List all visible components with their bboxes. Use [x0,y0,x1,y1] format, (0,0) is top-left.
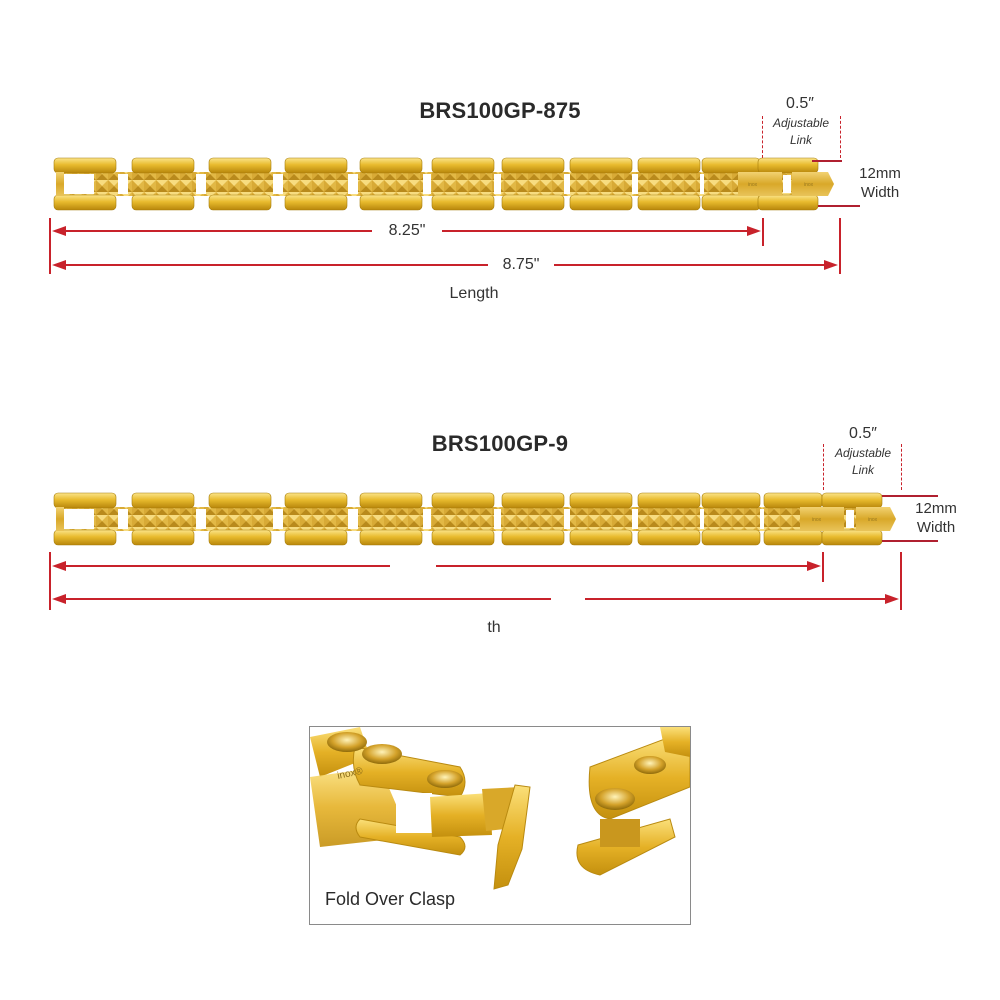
clasp-detail-panel: inox® Fold Over Clasp [309,726,691,925]
clasp-photo: inox® [310,727,690,890]
svg-text:inox: inox [868,517,878,523]
adjustable-guide-right [901,444,902,490]
adjustable-link-label: Adjustable Link [834,446,892,477]
width-label: 12mm Width [859,165,901,201]
brand-mark: inox® [336,766,364,782]
arrow-left-icon [52,594,66,604]
width-guide-bottom [818,205,860,207]
adjustable-guide-left [823,444,824,490]
width-guide-top [812,160,842,162]
dimension-start-tick [49,552,51,610]
adjustable-link-label: Adjustable Link [772,116,830,147]
arrow-left-icon [52,226,66,236]
length-caption: th [487,619,501,636]
length-caption: Length [449,285,499,302]
arrow-left-icon [52,561,66,571]
arrow-right-icon [807,561,821,571]
adjustable-guide-right [840,116,841,158]
clasp-caption: Fold Over Clasp [325,889,456,909]
arrow-right-icon [747,226,761,236]
adjustable-length-value: 0.5″ [786,95,814,112]
dimension-end-tick-long [900,552,902,610]
dimension-start-tick [49,218,51,274]
dimension-label-short: 8.25" [388,222,426,239]
dimension-end-tick-long [839,218,841,274]
width-label: 12mm Width [915,500,957,536]
arrow-right-icon [824,260,838,270]
arrow-left-icon [52,260,66,270]
bracelet-image: inox inox [53,157,834,211]
svg-text:inox: inox [812,517,822,523]
adjustable-length-value: 0.5″ [849,425,877,442]
dimension-end-tick-short [822,552,824,582]
width-guide-bottom [882,540,938,542]
product-title: BRS100GP-875 [419,98,581,123]
arrow-right-icon [885,594,899,604]
bracelet-image: inox inox [53,492,896,546]
svg-text:inox: inox [804,182,814,188]
svg-text:inox: inox [748,182,758,188]
dimension-label-long: 8.75" [502,256,540,273]
width-guide-top [882,495,938,497]
product-title: BRS100GP-9 [431,431,569,456]
adjustable-guide-left [762,116,763,158]
dimension-end-tick-short [762,218,764,246]
